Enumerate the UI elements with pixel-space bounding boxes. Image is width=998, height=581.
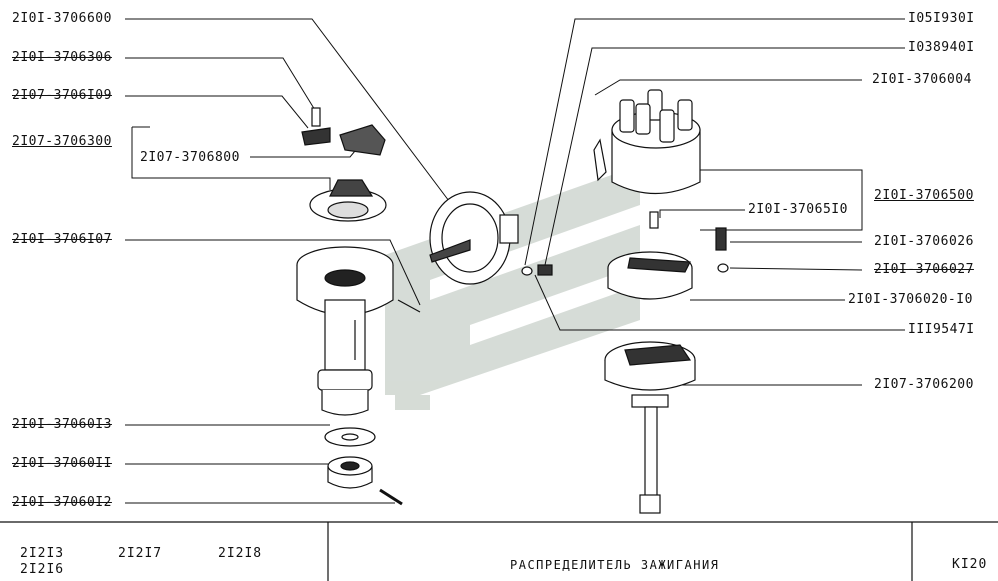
label-2101-3706107: 2I0I-3706I07 [12,232,112,247]
model-code-21216: 2I2I6 [20,562,65,577]
label-11195471: III9547I [908,322,975,337]
rotor [607,251,693,300]
label-2107-3706109: 2I07-3706I09 [12,88,112,103]
label-2101-3706510: 2I0I-37065I0 [748,202,848,217]
model-code-21218: 2I2I8 [218,546,263,561]
label-2101-3706027: 2I0I-3706027 [874,262,974,277]
label-2101-3706026: 2I0I-3706026 [874,234,974,249]
shaft-assembly [604,341,696,514]
label-10519301: I05I930I [908,11,975,26]
label-2101-3706306: 2I0I-3706306 [12,50,112,65]
label-2107-3706200: 2I07-3706200 [874,377,974,392]
label-2101-3706013: 2I0I-37060I3 [12,417,112,432]
model-code-21213: 2I2I3 [20,546,65,561]
sheet-title: РАСПРЕДЕЛИТЕЛЬ ЗАЖИГАНИЯ [510,558,720,572]
label-10389401: I038940I [908,40,975,55]
label-2101-3706600: 2I0I-3706600 [12,11,112,26]
footer-frame [0,521,998,581]
label-2101-3706500: 2I0I-3706500 [874,188,974,203]
watermark-logo [385,165,640,410]
distributor-cap [593,89,701,229]
label-2107-3706300: 2I07-3706300 [12,134,112,149]
label-2101-3706004: 2I0I-3706004 [872,72,972,87]
label-2101-3706020-10: 2I0I-3706020-I0 [848,292,973,307]
vacuum-regulator [429,191,519,285]
small-washer [521,264,553,276]
distributor-housing [296,246,421,416]
cap-screw [715,227,729,273]
contact-set [301,107,386,156]
label-2101-3706012: 2I0I-37060I2 [12,495,112,510]
label-2101-3706011: 2I0I-37060II [12,456,112,471]
label-2107-3706800: 2I07-3706800 [140,150,240,165]
leader-lines [125,18,905,504]
model-code-21217: 2I2I7 [118,546,163,561]
washer-and-collar [324,427,403,506]
page-code: KI20 [952,557,988,572]
breaker-plate [309,179,387,222]
